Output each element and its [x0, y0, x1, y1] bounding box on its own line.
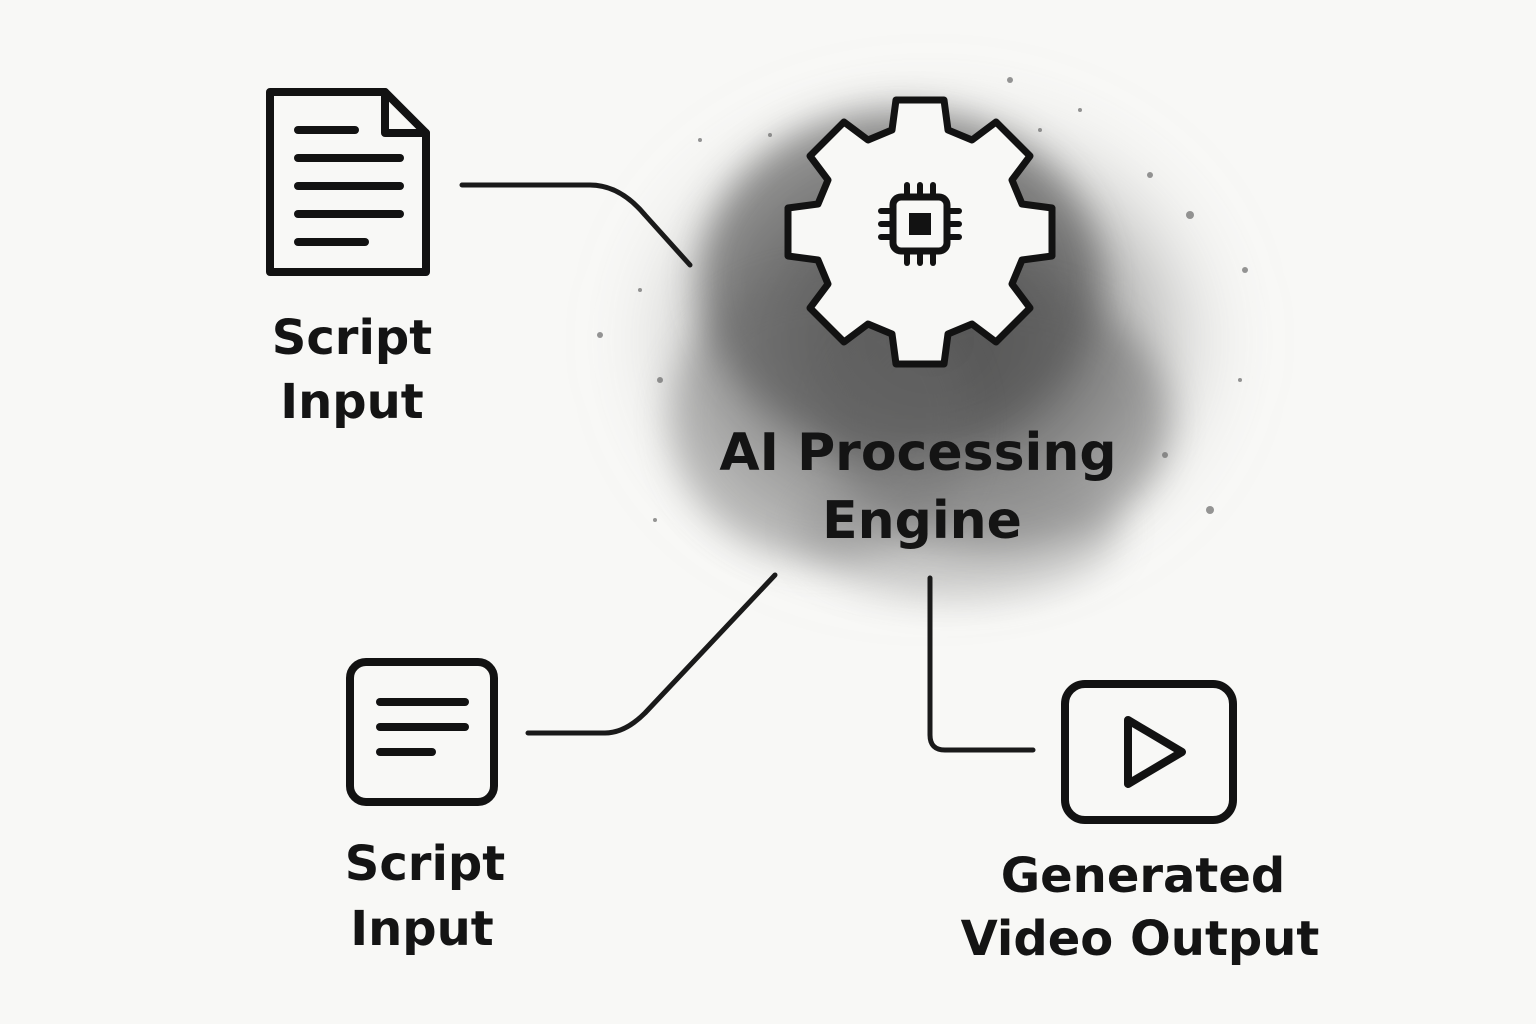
script-input-bottom-label: Script Input	[345, 836, 505, 957]
text-box-icon	[346, 658, 498, 806]
play-icon	[1061, 680, 1237, 824]
ai-engine-line1: AI Processing	[719, 423, 1116, 483]
gear-chip-icon	[784, 96, 1056, 368]
script-input-bottom-line1: Script	[345, 836, 505, 892]
script-input-bottom-line2: Input	[350, 901, 494, 957]
document-icon	[266, 88, 430, 276]
script-input-top-label: Script Input	[272, 310, 432, 430]
script-input-top-line2: Input	[280, 374, 424, 430]
video-output-line1: Generated	[1001, 848, 1286, 904]
video-output-line2: Video Output	[961, 911, 1320, 967]
edge-top-input-to-engine	[459, 182, 693, 268]
video-output-label: Generated Video Output	[961, 848, 1320, 967]
ai-engine-label: AI Processing Engine	[719, 423, 1116, 551]
edge-bottom-input-to-engine	[525, 572, 778, 736]
ai-engine-line2: Engine	[822, 491, 1022, 551]
edge-engine-to-video	[927, 575, 1036, 753]
script-input-top-line1: Script	[272, 310, 432, 366]
